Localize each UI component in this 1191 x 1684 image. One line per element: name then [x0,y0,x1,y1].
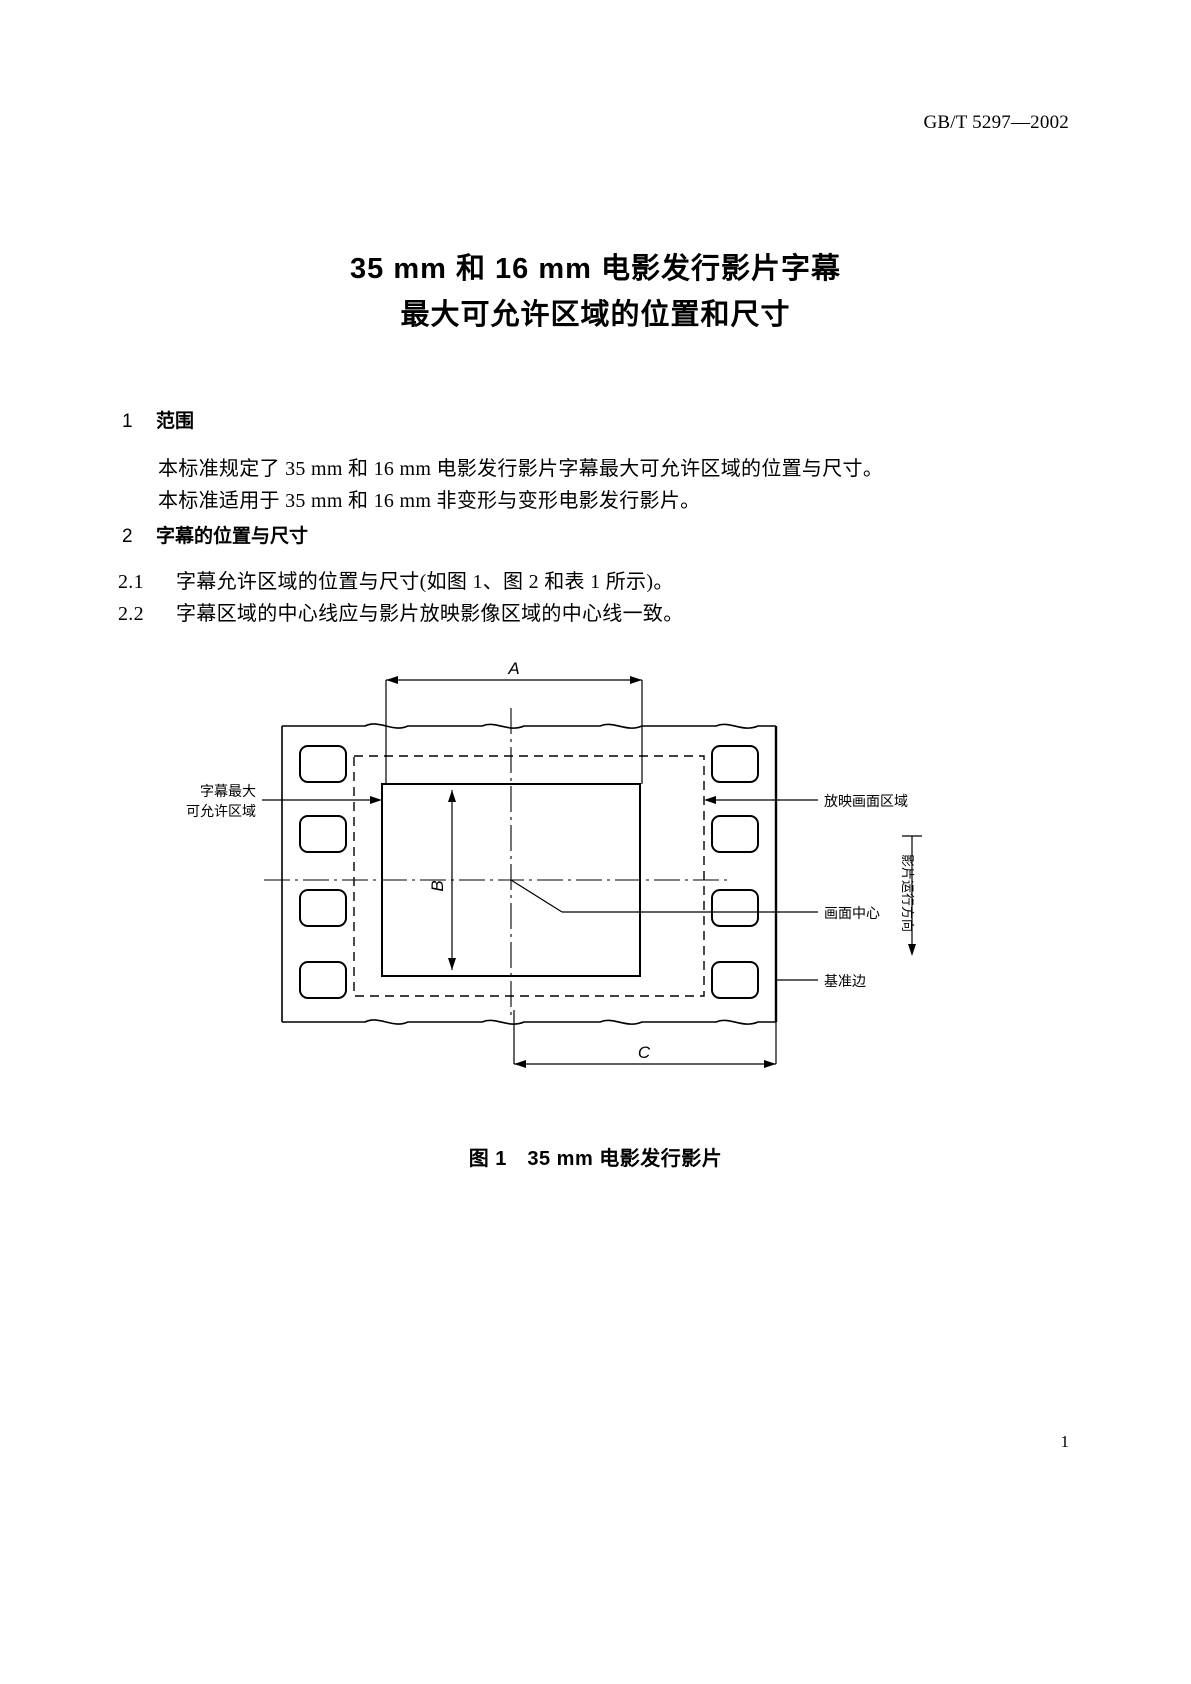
dimension-c [513,1010,777,1068]
figure-1-caption: 图 1 35 mm 电影发行影片 [468,1148,723,1170]
dimension-a-label: A [507,659,519,678]
dimension-b-label: B [428,880,447,891]
section-1-paragraph-1: 本标准规定了 35 mm 和 16 mm 电影发行影片字幕最大可允许区域的位置与… [158,458,884,480]
section-1-paragraph-2: 本标准适用于 35 mm 和 16 mm 非变形与变形电影发行影片。 [158,490,701,512]
subtitle-area-label-line2: 可允许区域 [186,803,256,819]
leader-projection-area [704,796,818,804]
sprocket-holes-right [711,745,759,999]
film-strip-outline [281,723,778,1025]
dimension-a [385,676,643,784]
clause-2-1: 2.1 字幕允许区域的位置与尺寸(如图 1、图 2 和表 1 所示)。 [118,565,674,594]
running-header: GB/T 5297—2002 [923,112,1069,133]
clause-2-2-text: 字幕区域的中心线应与影片放映影像区域的中心线一致。 [176,603,684,625]
section-number-1: 1 [122,411,133,432]
film-direction-label: 影片运行方向 [900,854,915,932]
title-line-2: 最大可允许区域的位置和尺寸 [400,299,791,331]
section-title-2: 字幕的位置与尺寸 [156,526,309,547]
sprocket-holes-left [299,745,347,999]
film-direction-arrow [902,835,922,956]
dimension-b [448,790,456,970]
section-heading-1: 1 范围 [122,406,194,433]
projection-area-label: 放映画面区域 [824,793,908,809]
film-frame-diagram: A B C 字幕最大 可允许区域 [186,659,922,1068]
section-heading-2: 2 字幕的位置与尺寸 [122,521,308,548]
clause-2-2: 2.2 字幕区域的中心线应与影片放映影像区域的中心线一致。 [118,597,684,626]
clause-2-1-text: 字幕允许区域的位置与尺寸(如图 1、图 2 和表 1 所示)。 [176,571,674,593]
clause-2-2-number: 2.2 [118,603,144,625]
subtitle-area-label-line1: 字幕最大 [200,783,256,799]
figure-1-drawing: A B C 字幕最大 可允许区域 [130,650,1070,1090]
section-number-2: 2 [122,526,133,547]
page-number: 1 [1060,1432,1070,1451]
projection-picture-area-rect [353,755,705,997]
title-line-1: 35 mm 和 16 mm 电影发行影片字幕 [350,253,841,285]
frame-centre-label: 画面中心 [824,905,880,921]
section-title-1: 范围 [156,411,195,432]
reference-edge-label: 基准边 [824,973,866,989]
leader-frame-centre [510,879,818,913]
page-title: 35 mm 和 16 mm 电影发行影片字幕 最大可允许区域的位置和尺寸 [0,246,1191,338]
leader-subtitle-area [262,796,382,804]
centre-lines [264,708,730,1018]
dimension-c-label: C [638,1043,651,1062]
clause-2-1-number: 2.1 [118,571,144,593]
